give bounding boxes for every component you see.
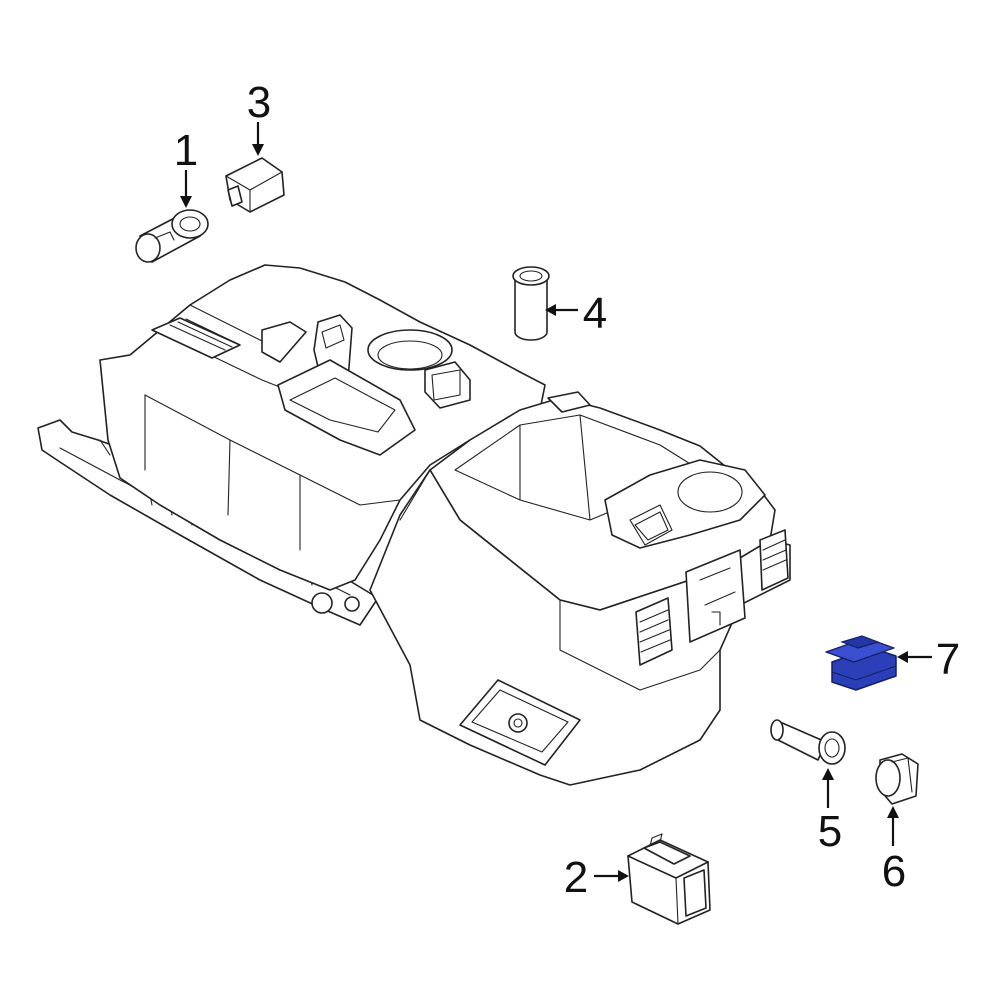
part-6-plug [875,753,919,805]
callout-4: 4 [583,289,607,338]
part-7-connector [825,635,897,691]
front-cupholder [367,329,453,371]
rear-vent-right [759,529,789,591]
rear-control-panel [685,549,746,643]
rail-hole [311,592,333,614]
callout-7: 7 [936,635,960,684]
callout-1: 1 [174,126,198,175]
top-vent [151,317,241,359]
callout-3: 3 [247,78,271,127]
callout-2: 2 [564,853,588,902]
callout-6: 6 [882,847,906,896]
part-5-sleeve [770,719,846,765]
part-2-switch [627,833,711,925]
part-4-tube [512,266,550,341]
part-1-sleeve [135,209,209,263]
rear-vent-left [635,597,673,666]
callout-labels: 1 2 3 4 5 6 7 [174,78,960,902]
callout-arrows [180,122,932,882]
part-3-cap [225,157,285,213]
center-console [37,264,791,786]
callout-5: 5 [818,807,842,856]
